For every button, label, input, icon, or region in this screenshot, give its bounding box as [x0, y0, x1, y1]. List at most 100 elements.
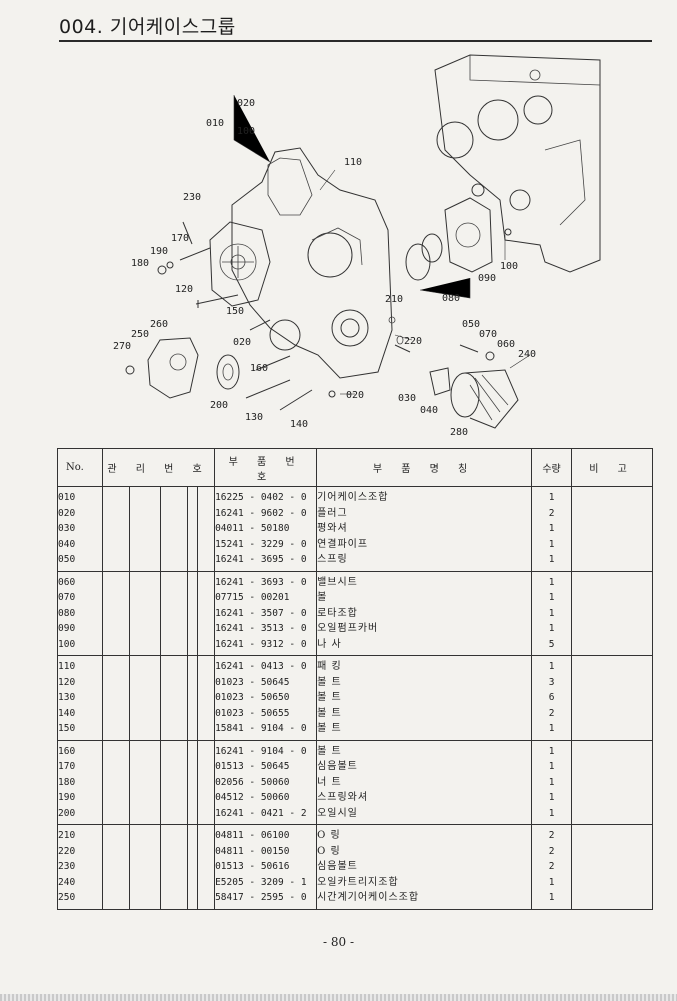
item-no: 230 [58, 861, 76, 872]
part-name: 오일시일 [317, 807, 358, 819]
part-no: 01513 - 50645 [215, 761, 290, 772]
mgmt-cell [160, 486, 188, 572]
qty: 1 [548, 792, 555, 803]
part-no: 16241 - 0421 - 2 [215, 807, 307, 819]
mgmt-cell [187, 655, 198, 741]
item-no: 030 [58, 523, 76, 534]
oil-pump-drawing [405, 197, 493, 281]
callout-label: 190 [150, 246, 168, 257]
header-mgmt-no: 관 리 번 호 [101, 448, 216, 487]
qty-cell: 2 2 2 1 1 [531, 824, 573, 910]
part-no: 01023 - 50655 [215, 707, 290, 719]
item-no: 250 [58, 892, 76, 903]
qty: 1 [548, 538, 555, 550]
qty: 1 [548, 623, 555, 634]
item-no: 160 [58, 745, 76, 757]
mgmt-cell [196, 824, 216, 910]
qty: 1 [548, 876, 555, 888]
mgmt-cell [187, 570, 198, 656]
mgmt-cell [196, 570, 216, 656]
no-cell: 060 070 080 090 100 [57, 570, 103, 656]
qty: 1 [548, 761, 555, 772]
gear-case-drawing [231, 147, 393, 379]
mgmt-cell [196, 655, 216, 741]
part-name: 볼 트 [317, 692, 342, 703]
item-no: 010 [58, 492, 76, 503]
qty-cell: 1 1 1 1 5 [531, 570, 573, 656]
part-name: 볼 트 [317, 676, 342, 688]
callout-label: 210 [385, 294, 403, 305]
part-no: 58417 - 2595 - 0 [215, 892, 307, 903]
header-part-no: 부 품 번 호 [214, 448, 318, 487]
qty: 5 [548, 638, 555, 650]
part-name: 볼 트 [317, 745, 342, 757]
part-no: 16241 - 3513 - 0 [215, 623, 307, 634]
part-name-cell: 볼 트 심음볼트 너 트 스프링와셔 오일시일 [316, 739, 533, 825]
qty: 6 [548, 692, 555, 703]
item-no: 050 [58, 554, 76, 565]
qty: 1 [548, 807, 555, 819]
header-qty: 수량 [531, 448, 573, 487]
callout-label: 220 [404, 336, 422, 347]
no-cell: 210 220 230 240 250 [57, 824, 103, 910]
parts-table: No. 관 리 번 호 부 품 번 호 부 품 명 칭 수량 비 고 010 0… [57, 448, 654, 910]
mgmt-cell [102, 570, 130, 656]
part-name: 플러그 [317, 507, 348, 519]
item-no: 120 [58, 676, 76, 688]
remark-cell [571, 570, 654, 656]
callout-label: 030 [398, 393, 416, 404]
part-no: 16241 - 3693 - 0 [215, 576, 307, 588]
part-name: 시간계기어케이스조합 [317, 892, 420, 903]
qty: 1 [548, 576, 555, 588]
callout-label: 130 [245, 412, 263, 423]
part-name: 오일카트리지조합 [317, 876, 399, 888]
qty: 1 [548, 592, 555, 603]
callout-label: 100 [237, 126, 255, 137]
item-no: 130 [58, 692, 76, 703]
mgmt-cell [187, 739, 198, 825]
callout-label: 180 [131, 258, 149, 269]
mgmt-cell [129, 739, 161, 825]
callout-label: 230 [183, 192, 201, 203]
part-name: 로타조합 [317, 607, 358, 619]
part-no: 16241 - 9104 - 0 [215, 745, 307, 757]
table-row-group: 060 070 080 090 100 16241 - 3693 - 0 077… [57, 570, 654, 656]
table-row-group: 110 120 130 140 150 16241 - 0413 - 0 010… [57, 655, 654, 741]
part-name: O 링 [317, 830, 341, 841]
item-no: 060 [58, 576, 76, 588]
qty: 1 [548, 723, 555, 734]
qty: 2 [548, 861, 555, 872]
remark-cell [571, 486, 654, 572]
item-no: 210 [58, 830, 76, 841]
item-no: 020 [58, 507, 76, 519]
mgmt-cell [187, 824, 198, 910]
callout-label: 170 [171, 233, 189, 244]
callout-label: 080 [442, 293, 460, 304]
callout-label: 050 [462, 319, 480, 330]
part-no: 07715 - 00201 [215, 592, 290, 603]
mgmt-cell [129, 824, 161, 910]
item-no: 100 [58, 638, 76, 650]
part-no: 02056 - 50060 [215, 776, 290, 788]
part-no: 16241 - 3695 - 0 [215, 554, 307, 565]
callout-label: 140 [290, 419, 308, 430]
mgmt-cell [129, 486, 161, 572]
callout-label: 280 [450, 427, 468, 438]
part-name: 스프링와셔 [317, 792, 369, 803]
item-no: 080 [58, 607, 76, 619]
part-no: 16241 - 0413 - 0 [215, 661, 307, 672]
callout-label: 200 [210, 400, 228, 411]
part-no: 16241 - 9312 - 0 [215, 638, 307, 650]
qty: 2 [548, 707, 555, 719]
part-no: 04811 - 00150 [215, 845, 290, 857]
no-cell: 160 170 180 190 200 [57, 739, 103, 825]
callout-label: 270 [113, 341, 131, 352]
part-name: 볼 트 [317, 707, 342, 719]
mgmt-cell [129, 655, 161, 741]
qty: 1 [548, 523, 555, 534]
callout-label: 070 [479, 329, 497, 340]
qty-cell: 1 2 1 1 1 [531, 486, 573, 572]
qty: 2 [548, 507, 555, 519]
part-name-cell: O 링 O 링 심음볼트 오일카트리지조합 시간계기어케이스조합 [316, 824, 533, 910]
item-no: 200 [58, 807, 76, 819]
